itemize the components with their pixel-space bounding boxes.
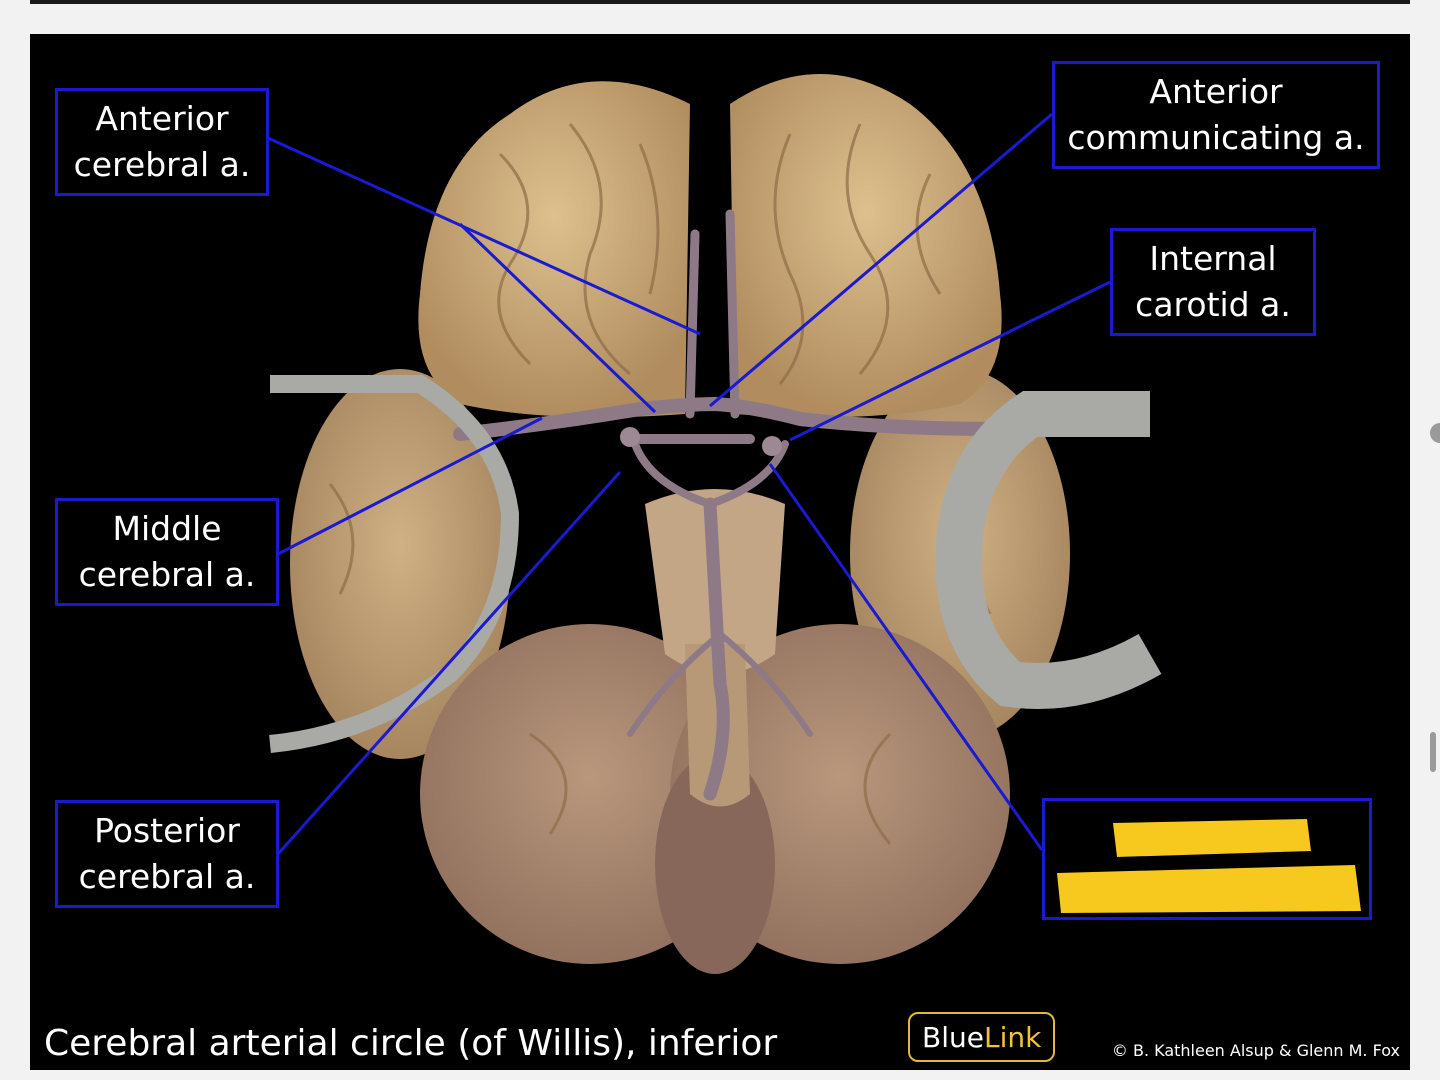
label-internal-carotid-text: Internal carotid a. (1135, 239, 1291, 324)
scrollbar-thumb[interactable] (1430, 732, 1436, 772)
scroll-handle-top[interactable] (1430, 423, 1440, 443)
leader-lines (267, 112, 1111, 856)
label-internal-carotid: Internal carotid a. (1110, 228, 1316, 336)
label-middle-cerebral: Middle cerebral a. (55, 498, 279, 606)
figure-caption: Cerebral arterial circle (of Willis), in… (44, 1023, 778, 1064)
vermis (655, 754, 775, 974)
label-anterior-communicating-text: Anterior communicating a. (1067, 72, 1365, 157)
brand-part2: Link (983, 1020, 1042, 1054)
label-posterior-cerebral-text: Posterior cerebral a. (78, 811, 256, 896)
right-retractor (935, 391, 1162, 709)
top-edge-bar (30, 0, 1410, 4)
copyright-notice: © B. Kathleen Alsup & Glenn M. Fox (1111, 1041, 1400, 1060)
highlighter-mark (1057, 819, 1361, 913)
label-hidden-answer (1042, 798, 1372, 920)
label-anterior-communicating: Anterior communicating a. (1052, 61, 1380, 169)
arterial-circle (453, 209, 1007, 801)
label-middle-cerebral-text: Middle cerebral a. (78, 509, 256, 594)
left-internal-carotid-stump (620, 427, 640, 447)
slide: Anterior cerebral a. Anterior communicat… (30, 34, 1410, 1070)
left-retractor (269, 375, 520, 753)
label-anterior-cerebral-text: Anterior cerebral a. (73, 99, 251, 184)
label-posterior-cerebral: Posterior cerebral a. (55, 800, 279, 908)
left-frontal-lobe (418, 81, 690, 418)
label-anterior-cerebral: Anterior cerebral a. (55, 88, 269, 196)
right-internal-carotid-stump (762, 436, 782, 456)
brain-specimen-image (267, 74, 1162, 974)
brand-part1: Blue (922, 1020, 984, 1054)
